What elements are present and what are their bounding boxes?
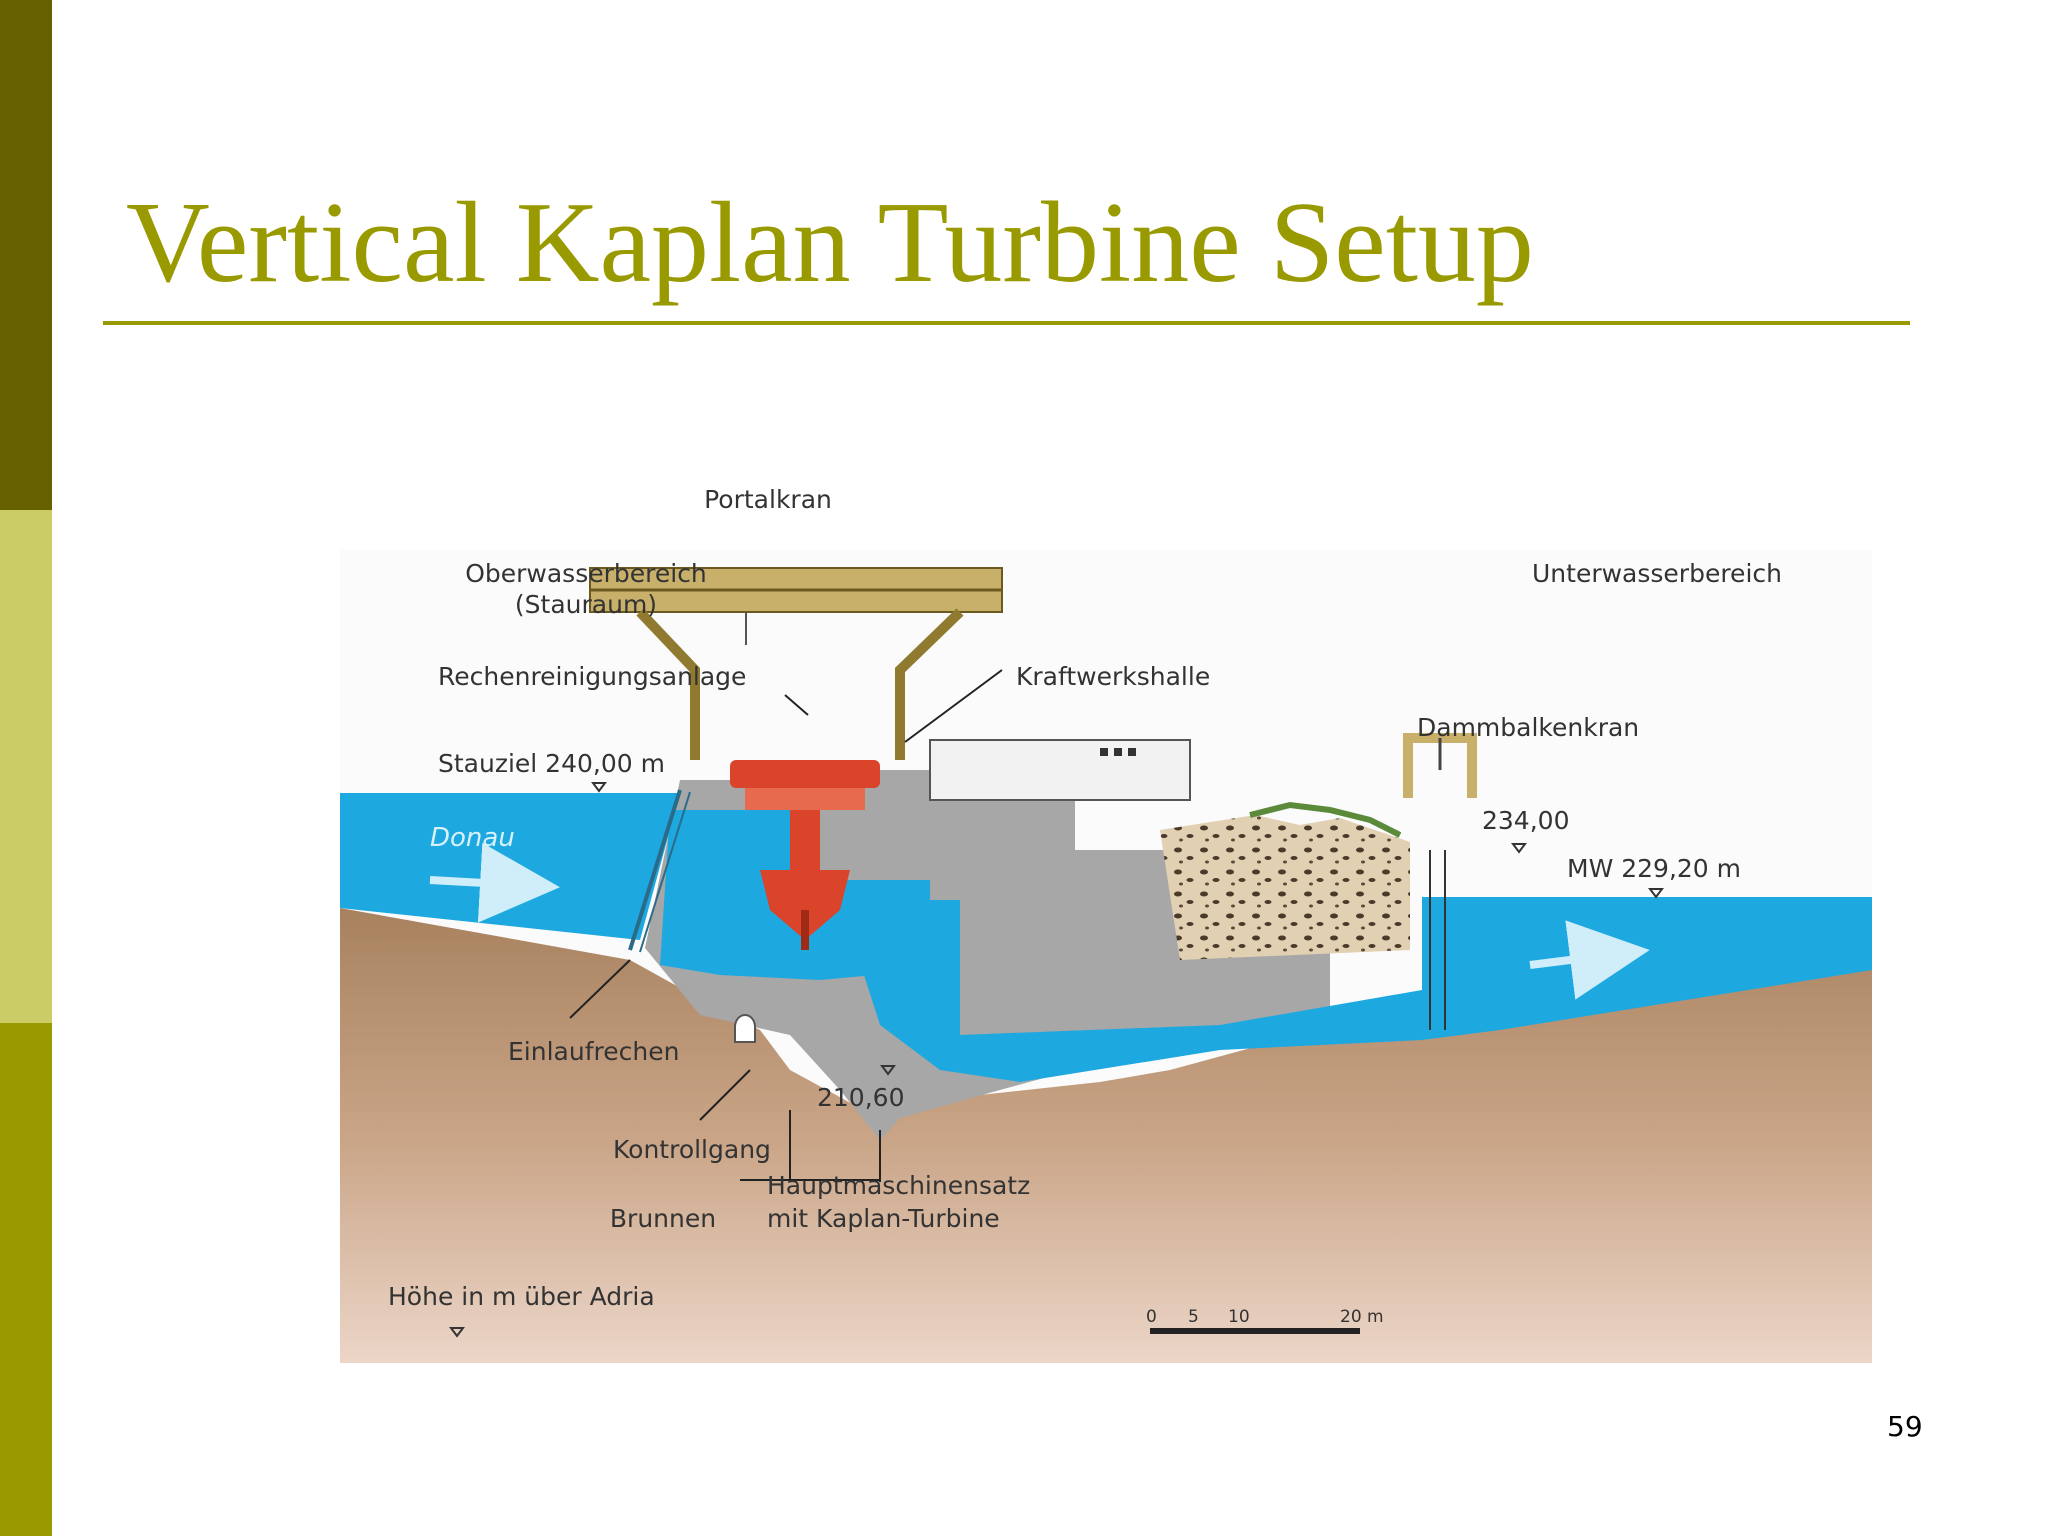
scale-tick: 20 m: [1340, 1307, 1384, 1327]
scale-bar: 0 5 10 20 m: [1146, 1307, 1384, 1334]
trash-rack: [639, 791, 691, 953]
kaplan-turbine: [730, 760, 880, 950]
label-stauraum: (Stauraum): [515, 590, 657, 619]
trash-rack: [628, 789, 682, 951]
powerhouse-hall: [929, 739, 1191, 801]
label-stauziel: Stauziel 240,00 m: [438, 749, 665, 778]
hall-window: [1100, 748, 1108, 756]
sidebar-block-dark: [0, 0, 52, 510]
leader-lines: [569, 669, 1003, 1182]
label-donau: Donau: [430, 823, 515, 853]
gantry-crane-legs: [636, 608, 964, 760]
level-marker-234: [1511, 843, 1527, 854]
scale-tick: 10: [1228, 1307, 1250, 1327]
draft-tube: [840, 900, 1422, 1082]
level-marker-mw: [1648, 888, 1664, 899]
label-portalkran: Portalkran: [704, 485, 832, 514]
label-dammbalkenkran: Dammbalkenkran: [1417, 713, 1639, 742]
flow-arrow-downstream: [1529, 920, 1650, 1000]
kaplan-turbine-diagram: 0 5 10 20 m Portalkran Oberwasserbereich…: [340, 470, 1872, 1363]
sidebar-accent: [0, 0, 52, 1536]
diagram-canvas: 0 5 10 20 m Portalkran Oberwasserbereich…: [340, 485, 1872, 1363]
label-kraftwerkshalle: Kraftwerkshalle: [1016, 662, 1210, 691]
label-oberwasser: Oberwasserbereich: [465, 559, 707, 588]
label-kaplan: mit Kaplan-Turbine: [767, 1204, 1000, 1233]
label-level-234: 234,00: [1482, 806, 1569, 835]
label-kontrollgang: Kontrollgang: [613, 1135, 771, 1164]
level-marker-stauziel: [591, 782, 607, 793]
vegetation: [1249, 801, 1402, 838]
hall-window: [1128, 748, 1136, 756]
label-einlaufrechen: Einlaufrechen: [508, 1037, 679, 1066]
label-mw: MW 229,20 m: [1567, 854, 1741, 883]
hall-window: [1114, 748, 1122, 756]
label-brunnen: Brunnen: [610, 1204, 716, 1233]
inspection-gallery: [734, 1014, 756, 1043]
slide-title: Vertical Kaplan Turbine Setup: [126, 179, 1534, 307]
level-marker-legend: [449, 1327, 465, 1338]
label-hauptmaschinensatz: Hauptmaschinensatz: [767, 1171, 1030, 1200]
label-hoehe: Höhe in m über Adria: [388, 1282, 655, 1311]
scale-tick: 0: [1146, 1307, 1157, 1327]
page-number: 59: [1887, 1410, 1923, 1443]
title-underline: [103, 321, 1910, 325]
sidebar-block-olive: [0, 1023, 52, 1536]
flow-arrow-upstream: [429, 842, 560, 923]
label-rechenreinigung: Rechenreinigungsanlage: [438, 662, 746, 691]
label-level-210: 210,60: [817, 1083, 904, 1112]
gravel-fill: [1160, 815, 1410, 960]
scale-tick: 5: [1188, 1307, 1199, 1327]
sidebar-block-light: [0, 510, 52, 1023]
label-unterwasser: Unterwasserbereich: [1532, 559, 1782, 588]
level-marker-210: [880, 1065, 896, 1076]
